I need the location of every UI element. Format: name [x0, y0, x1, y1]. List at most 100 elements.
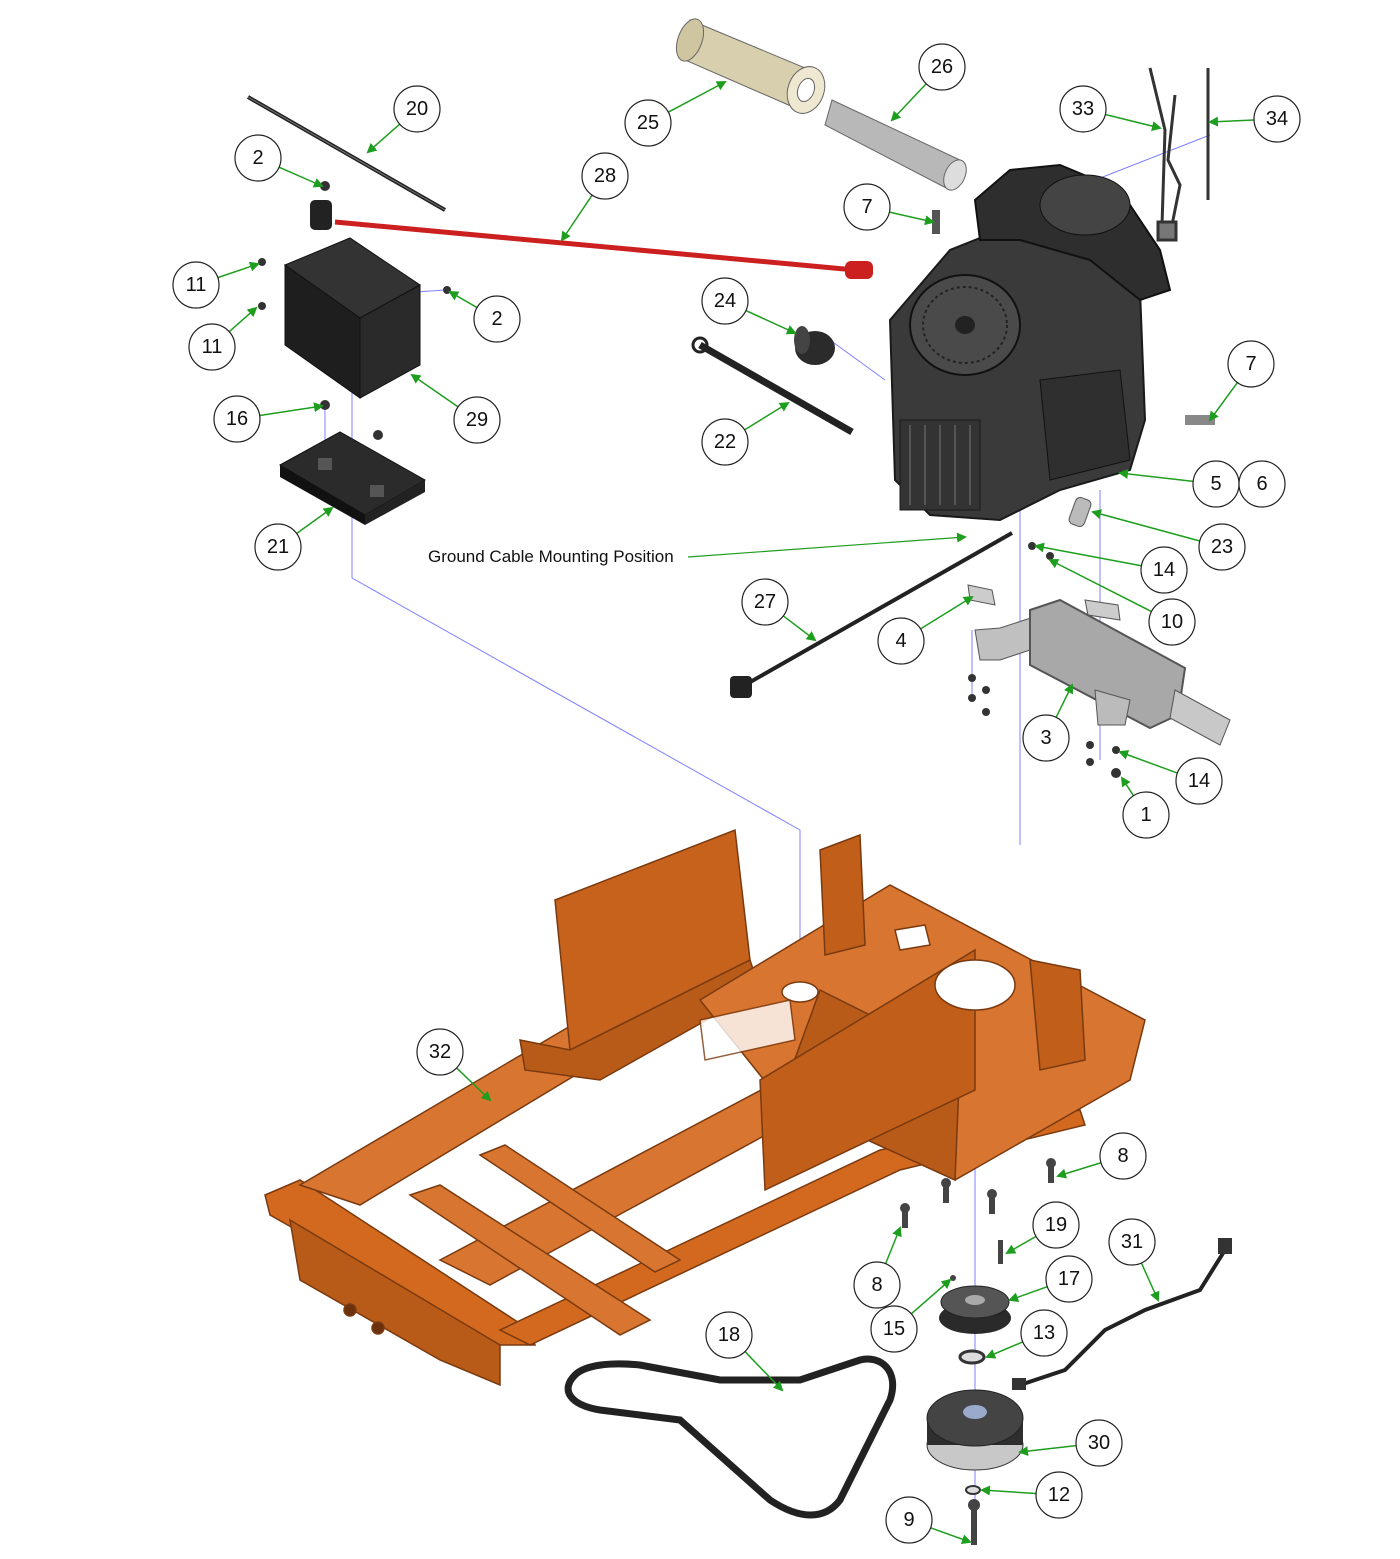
callout-12: 12	[980, 1471, 1083, 1519]
callout-circle	[1253, 95, 1301, 143]
callout-arrow	[930, 1527, 972, 1544]
callout-circle	[885, 1496, 933, 1544]
callout-number: 29	[466, 409, 488, 431]
callout-arrow	[744, 401, 790, 431]
callout-circle	[701, 418, 749, 466]
callout-number: 11	[202, 336, 223, 358]
callout-circle	[705, 1311, 753, 1359]
callout-arrow	[744, 1351, 784, 1392]
callout-circle	[918, 43, 966, 91]
callout-number: 25	[637, 112, 659, 134]
ground-cable-annotation: Ground Cable Mounting Position	[428, 532, 967, 566]
callout-14: 14	[1118, 750, 1223, 805]
part-gaskets	[967, 584, 1121, 621]
part-washer-12	[965, 1485, 981, 1495]
callout-7: 7	[1208, 340, 1275, 422]
part-ground-cable	[730, 531, 1013, 698]
callout-2: 2	[234, 134, 324, 188]
callout-10: 10	[1048, 559, 1196, 646]
callout-circle	[1198, 523, 1246, 571]
callout-30: 30	[1018, 1419, 1123, 1467]
callout-number: 4	[895, 630, 906, 652]
callout-9: 9	[885, 1496, 972, 1544]
callout-arrow	[890, 83, 927, 122]
callout-number: 12	[1048, 1484, 1070, 1506]
callout-23: 23	[1091, 509, 1246, 571]
callout-number: 8	[871, 1274, 882, 1296]
callout-24: 24	[701, 277, 797, 335]
part-engine	[888, 163, 1215, 522]
part-wire-harness	[1148, 67, 1210, 242]
callout-13: 13	[985, 1309, 1068, 1359]
callout-number: 23	[1211, 536, 1233, 558]
part-washer-13	[958, 1349, 986, 1365]
callout-arrow	[745, 309, 797, 335]
callout-number: 14	[1188, 770, 1210, 792]
callout-8: 8	[1056, 1132, 1147, 1180]
callout-28: 28	[560, 152, 629, 242]
callout-arrow	[1118, 750, 1178, 774]
part-battery-tray	[278, 431, 427, 525]
callout-number: 32	[429, 1041, 451, 1063]
callout-circle	[1175, 757, 1223, 805]
callout-circle	[877, 617, 925, 665]
callout-arrow	[410, 373, 459, 408]
callout-arrow	[296, 506, 334, 535]
callout-circle	[1045, 1255, 1093, 1303]
callout-number: 3	[1040, 727, 1051, 749]
callout-number: 20	[406, 98, 428, 120]
callout-number: 18	[718, 1324, 740, 1346]
callout-number: 24	[714, 290, 736, 312]
callout-arrow	[1091, 509, 1200, 542]
callout-number: 5	[1210, 473, 1221, 495]
part-air-filter	[675, 18, 826, 114]
part-pto-clutch	[926, 1389, 1024, 1471]
callout-arrow	[1018, 1444, 1077, 1457]
callout-number: 26	[931, 56, 953, 78]
callout-34: 34	[1208, 95, 1301, 143]
callout-circle	[1059, 85, 1107, 133]
callout-arrow	[910, 1278, 952, 1315]
callout-21: 21	[254, 506, 334, 571]
callout-circle	[1238, 460, 1286, 508]
callout-circle	[870, 1305, 918, 1353]
callout-arrow	[366, 123, 401, 154]
callout-27: 27	[741, 578, 817, 642]
callout-17: 17	[1008, 1255, 1093, 1303]
callout-14: 14	[1034, 542, 1188, 594]
part-clutch-harness	[1012, 1238, 1232, 1390]
callout-circle	[1099, 1132, 1147, 1180]
callout-11: 11	[172, 261, 260, 309]
callout-arrow	[278, 166, 324, 188]
callout-circle	[741, 578, 789, 626]
callout-circle	[393, 85, 441, 133]
callout-number: 7	[1245, 353, 1256, 375]
callout-circle	[234, 134, 282, 182]
callout-circle	[1032, 1201, 1080, 1249]
callout-circle	[853, 1261, 901, 1309]
callout-circle	[1022, 714, 1070, 762]
callout-number: 2	[491, 308, 502, 330]
part-oil-filter	[794, 326, 835, 365]
callout-circle	[1122, 791, 1170, 839]
callout-number: 28	[594, 165, 616, 187]
callout-arrow	[217, 261, 260, 279]
callout-arrow	[980, 1485, 1037, 1496]
callout-20: 20	[366, 85, 441, 154]
callout-circle	[172, 261, 220, 309]
callout-number: 27	[754, 591, 776, 613]
callout-circle	[624, 99, 672, 147]
callout-circle	[188, 323, 236, 371]
callout-number: 13	[1033, 1322, 1055, 1344]
callout-circle	[1075, 1419, 1123, 1467]
callout-circle	[416, 1028, 464, 1076]
callout-4: 4	[877, 595, 974, 665]
part-battery	[283, 237, 421, 399]
callout-22: 22	[701, 401, 790, 466]
callout-circle	[213, 395, 261, 443]
callout-circle	[1227, 340, 1275, 388]
callout-circle	[1148, 598, 1196, 646]
part-red-battery-cable	[310, 200, 873, 279]
callout-arrow	[1208, 116, 1255, 127]
